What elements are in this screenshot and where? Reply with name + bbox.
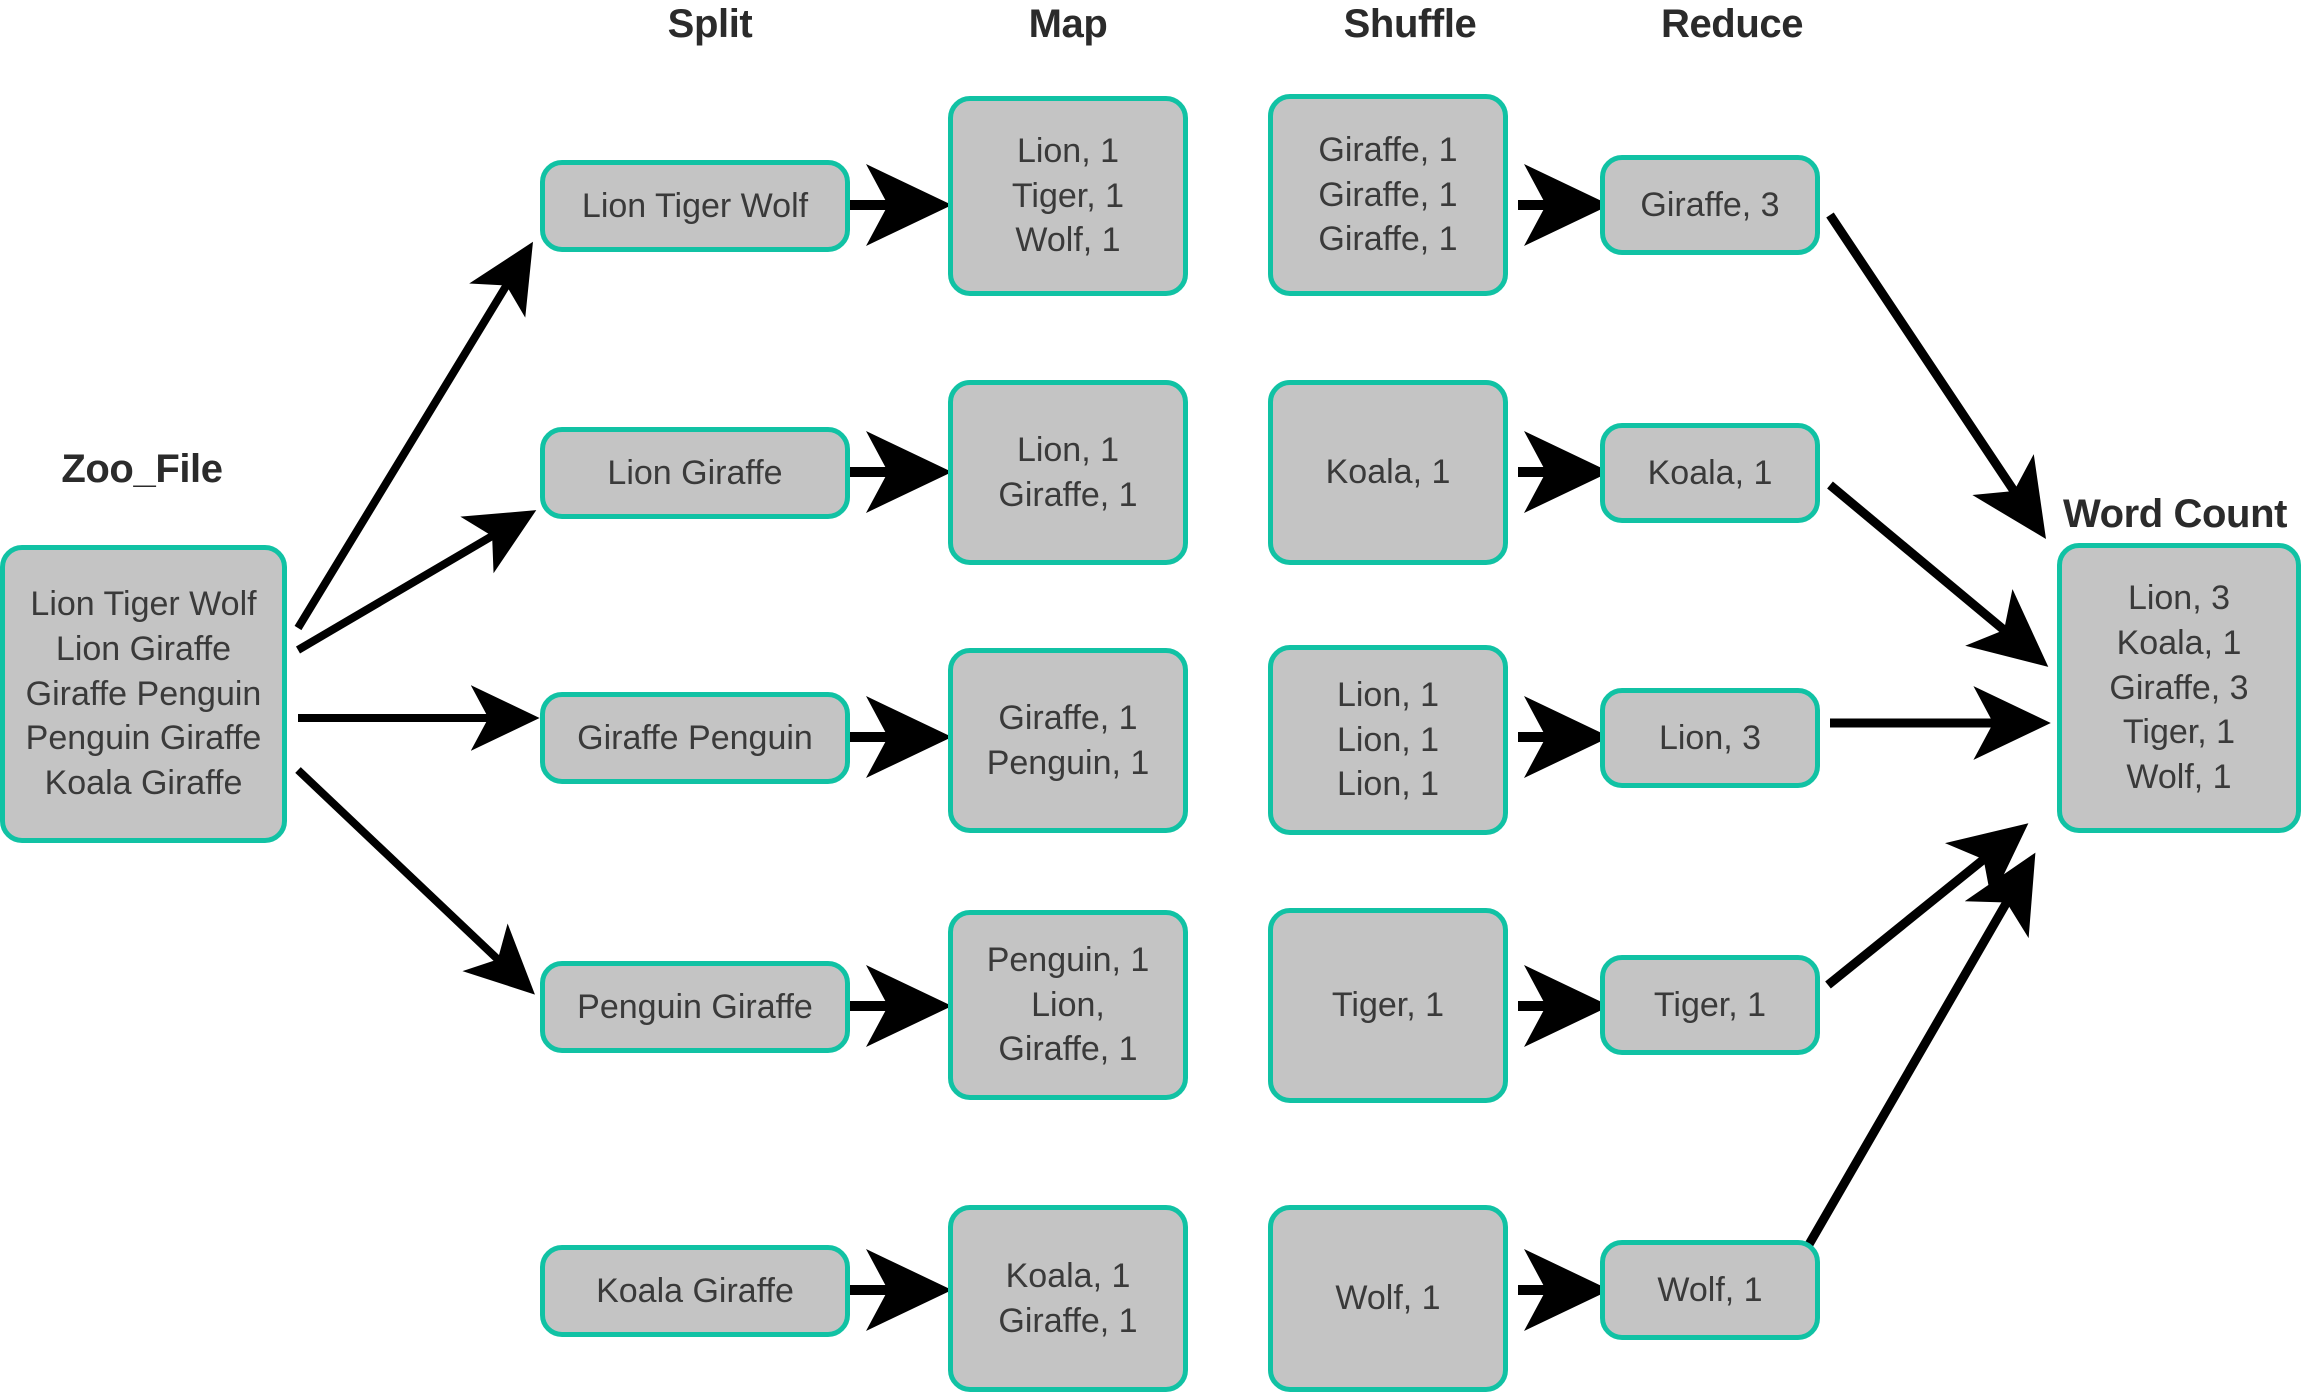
shuffle-node-4[interactable]: Tiger, 1 — [1268, 908, 1508, 1103]
edge-reduce-4-wordcount — [1825, 823, 2029, 989]
shuffle-node-2-content: Koala, 1 — [1325, 453, 1451, 492]
edge-zoofile-split-2 — [295, 510, 537, 654]
reduce-node-3-label: Lion, 3 — [1658, 718, 1762, 757]
map-node-5[interactable]: Koala, 1 Giraffe, 1 — [948, 1205, 1188, 1392]
column-header-split: Split — [667, 2, 753, 46]
split-node-3[interactable]: Giraffe Penguin — [540, 692, 850, 784]
reduce-node-3[interactable]: Lion, 3 — [1600, 688, 1820, 788]
map-node-3-content: Giraffe, 1 Penguin, 1 — [986, 698, 1150, 782]
shuffle-node-2[interactable]: Koala, 1 — [1268, 380, 1508, 565]
reduce-node-5-label: Wolf, 1 — [1657, 1270, 1763, 1309]
word-count-title: Word Count — [2062, 492, 2288, 536]
split-node-3-label: Giraffe Penguin — [577, 718, 813, 757]
word-count-content: Lion, 3 Koala, 1 Giraffe, 3 Tiger, 1 Wol… — [2109, 578, 2249, 797]
edge-zoofile-split-1 — [294, 241, 533, 631]
map-node-4[interactable]: Penguin, 1 Lion, Giraffe, 1 — [948, 910, 1188, 1100]
reduce-node-4[interactable]: Tiger, 1 — [1600, 955, 1820, 1055]
shuffle-node-3-content: Lion, 1 Lion, 1 Lion, 1 — [1336, 675, 1440, 804]
split-node-5[interactable]: Koala Giraffe — [540, 1245, 850, 1337]
edge-reduce-5-wordcount — [1796, 852, 2036, 1263]
split-node-1[interactable]: Lion Tiger Wolf — [540, 160, 850, 252]
map-node-5-content: Koala, 1 Giraffe, 1 — [998, 1256, 1138, 1340]
edge-zoofile-split-4 — [295, 767, 535, 995]
shuffle-node-5[interactable]: Wolf, 1 — [1268, 1205, 1508, 1392]
reduce-node-2-label: Koala, 1 — [1647, 453, 1773, 492]
zoo-file-title: Zoo_File — [61, 447, 223, 491]
map-node-1-content: Lion, 1 Tiger, 1 Wolf, 1 — [1011, 131, 1125, 260]
word-count-node[interactable]: Lion, 3 Koala, 1 Giraffe, 3 Tiger, 1 Wol… — [2057, 543, 2301, 833]
shuffle-node-5-content: Wolf, 1 — [1335, 1279, 1441, 1318]
shuffle-node-1[interactable]: Giraffe, 1 Giraffe, 1 Giraffe, 1 — [1268, 94, 1508, 296]
shuffle-node-4-content: Tiger, 1 — [1331, 986, 1445, 1025]
zoo-file-node[interactable]: Lion Tiger Wolf Lion Giraffe Giraffe Pen… — [0, 545, 287, 843]
split-node-2[interactable]: Lion Giraffe — [540, 427, 850, 519]
split-node-4-label: Penguin Giraffe — [577, 987, 813, 1026]
shuffle-node-3[interactable]: Lion, 1 Lion, 1 Lion, 1 — [1268, 645, 1508, 835]
split-node-5-label: Koala Giraffe — [596, 1271, 794, 1310]
column-header-shuffle: Shuffle — [1343, 2, 1477, 46]
reduce-node-2[interactable]: Koala, 1 — [1600, 423, 1820, 523]
map-node-2[interactable]: Lion, 1 Giraffe, 1 — [948, 380, 1188, 565]
shuffle-node-1-content: Giraffe, 1 Giraffe, 1 Giraffe, 1 — [1318, 130, 1458, 259]
reduce-node-5[interactable]: Wolf, 1 — [1600, 1240, 1820, 1340]
zoo-file-content: Lion Tiger Wolf Lion Giraffe Giraffe Pen… — [25, 584, 262, 803]
column-header-map: Map — [1028, 2, 1108, 46]
map-node-1[interactable]: Lion, 1 Tiger, 1 Wolf, 1 — [948, 96, 1188, 296]
map-node-3[interactable]: Giraffe, 1 Penguin, 1 — [948, 648, 1188, 833]
map-node-2-content: Lion, 1 Giraffe, 1 — [998, 430, 1138, 514]
column-header-reduce: Reduce — [1660, 2, 1804, 46]
edge-reduce-1-wordcount — [1826, 212, 2046, 539]
edge-reduce-2-wordcount — [1827, 481, 2049, 667]
reduce-node-1[interactable]: Giraffe, 3 — [1600, 155, 1820, 255]
split-node-2-label: Lion Giraffe — [607, 453, 783, 492]
reduce-node-4-label: Tiger, 1 — [1653, 985, 1767, 1024]
split-node-4[interactable]: Penguin Giraffe — [540, 961, 850, 1053]
reduce-node-1-label: Giraffe, 3 — [1640, 185, 1780, 224]
split-node-1-label: Lion Tiger Wolf — [581, 186, 809, 225]
map-node-4-content: Penguin, 1 Lion, Giraffe, 1 — [986, 940, 1150, 1069]
